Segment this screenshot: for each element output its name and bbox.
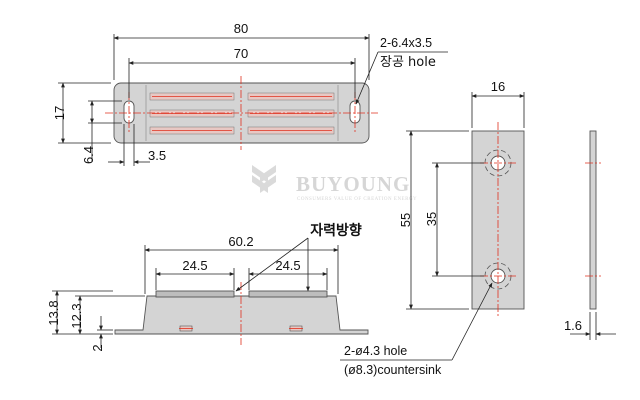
hole-callout-spec: 2-ø4.3 hole (344, 344, 407, 358)
dim-front-base: 2 (90, 344, 105, 351)
dim-front-left-magnet: 24.5 (182, 258, 207, 273)
front-view-body (114, 295, 369, 335)
dim-slot-width: 3.5 (148, 148, 166, 163)
magnet-direction-label: 자력방향 (310, 222, 362, 239)
dim-front-length: 60.2 (228, 234, 253, 249)
dim-top-inner: 70 (234, 46, 248, 61)
plate-view: 16 55 35 2-ø4.3 hole (ø8.3)countersink (340, 79, 525, 377)
magnet-stripes (149, 92, 335, 135)
magnet-direction-arrow-left (235, 237, 309, 292)
dim-top-height: 17 (52, 106, 67, 120)
dim-plate-width: 16 (491, 79, 505, 94)
watermark-brand: BUYOUNG (296, 172, 410, 196)
magnet-pad-right (248, 290, 328, 298)
watermark-logo: BUYOUNG CONSUMERS VALUE OF CREATION ENER… (252, 165, 417, 202)
top-view: 80 70 2-6.4x3.5 장공 hole 17 6.4 3.5 (52, 21, 448, 166)
magnet-pad-left (155, 290, 235, 298)
side-view: 1.6 (564, 130, 616, 340)
dim-hole-spacing: 35 (424, 212, 439, 226)
side-view-body (589, 130, 597, 310)
watermark-tagline: CONSUMERS VALUE OF CREATION ENERGY (297, 197, 417, 202)
dim-plate-length: 55 (398, 213, 413, 227)
slot-callout-spec: 2-6.4x3.5 (380, 36, 432, 50)
dim-plate-thickness: 1.6 (564, 318, 582, 333)
front-view: 60.2 24.5 24.5 자력방향 13.8 12.3 2 (46, 222, 369, 352)
dim-slot-offset: 6.4 (81, 146, 96, 164)
hole-callout-countersink: (ø8.3)countersink (344, 363, 442, 377)
slot-callout-type: 장공 hole (380, 55, 436, 70)
dim-top-length: 80 (234, 21, 248, 36)
dim-front-total-height: 13.8 (46, 300, 61, 325)
dim-front-right-magnet: 24.5 (275, 258, 300, 273)
dim-front-body-height: 12.3 (69, 303, 84, 328)
chevron-logo-icon (252, 165, 276, 193)
